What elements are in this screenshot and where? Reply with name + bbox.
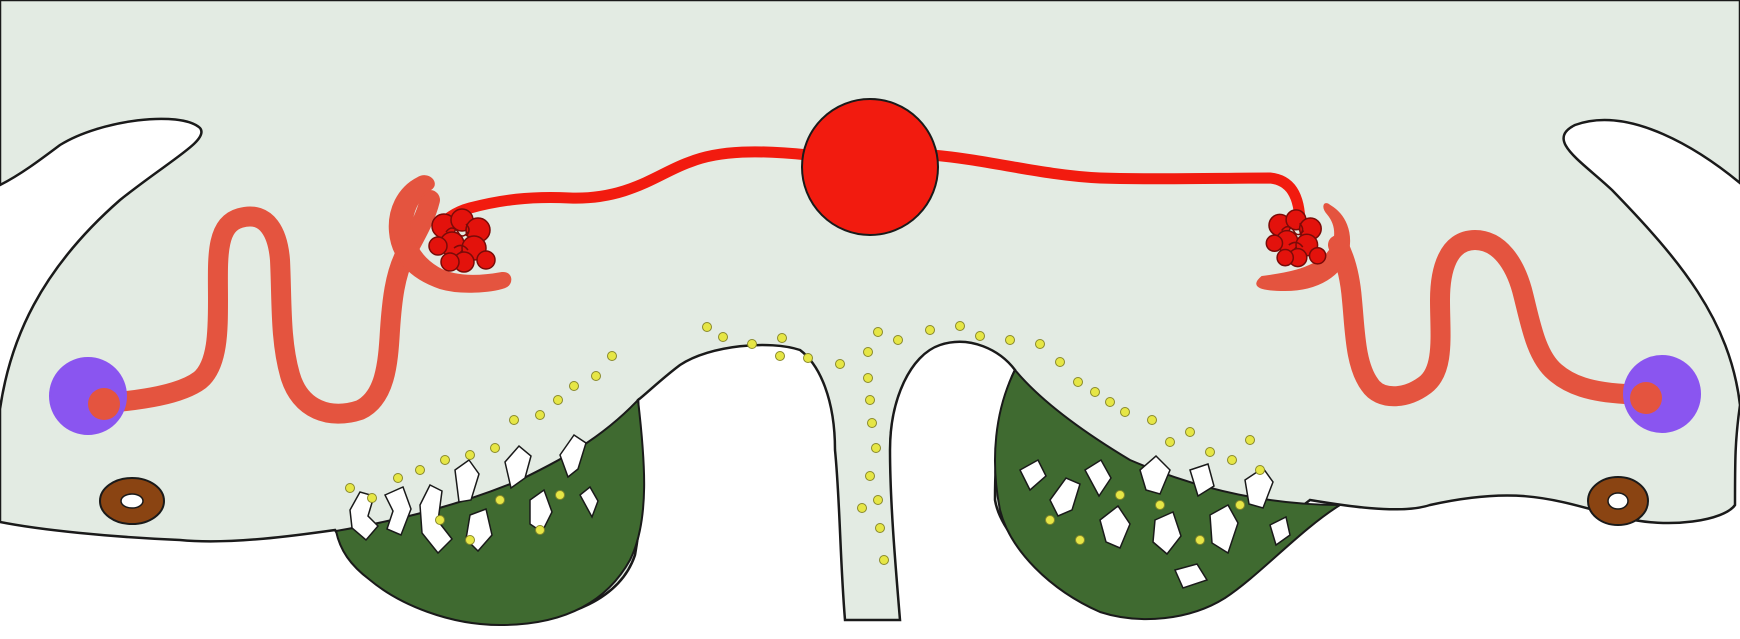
germ-cell	[536, 411, 545, 420]
germ-cell	[836, 360, 845, 369]
germ-cell	[868, 419, 877, 428]
germ-cell	[1006, 336, 1015, 345]
glomerulus-lobule	[1277, 250, 1293, 266]
germ-cell	[876, 524, 885, 533]
germ-cell	[703, 323, 712, 332]
germ-cell	[1228, 456, 1237, 465]
germ-cell	[976, 332, 985, 341]
germ-cell	[554, 396, 563, 405]
germ-cell	[1076, 536, 1085, 545]
germ-cell	[1246, 436, 1255, 445]
germ-cell	[491, 444, 500, 453]
germ-cell	[570, 382, 579, 391]
germ-cell	[778, 334, 787, 343]
germ-cell	[346, 484, 355, 493]
germ-cell	[592, 372, 601, 381]
germ-cell	[864, 348, 873, 357]
germ-cell	[1036, 340, 1045, 349]
ring-structure-right	[1588, 477, 1648, 525]
germ-cell	[466, 451, 475, 460]
germ-cell	[1056, 358, 1065, 367]
germ-cell	[1116, 491, 1125, 500]
germ-cell	[880, 556, 889, 565]
germ-cell	[864, 374, 873, 383]
germ-cell	[608, 352, 617, 361]
germ-cell	[1186, 428, 1195, 437]
germ-cell	[1148, 416, 1157, 425]
germ-cell	[866, 396, 875, 405]
germ-cell	[1121, 408, 1130, 417]
germ-cell	[1166, 438, 1175, 447]
mesonephric-duct-right	[1624, 356, 1700, 432]
germ-cell	[926, 326, 935, 335]
germ-cell	[496, 496, 505, 505]
germ-cell	[368, 494, 377, 503]
germ-cell	[748, 340, 757, 349]
glomerulus-lobule	[477, 251, 495, 269]
germ-cell	[894, 336, 903, 345]
ring-right-hole	[1608, 493, 1628, 509]
germ-cell	[874, 496, 883, 505]
germ-cell	[1206, 448, 1215, 457]
germ-cell	[776, 352, 785, 361]
germ-cell	[866, 472, 875, 481]
mesonephric-duct-left	[50, 358, 126, 434]
germ-cell	[556, 491, 565, 500]
germ-cell	[719, 333, 728, 342]
germ-cell	[858, 504, 867, 513]
germ-cell	[466, 536, 475, 545]
germ-cell	[1074, 378, 1083, 387]
germ-cell	[394, 474, 403, 483]
germ-cell	[804, 354, 813, 363]
glomerulus-lobule	[441, 253, 459, 271]
duct-core-right	[1630, 382, 1662, 414]
germ-cell	[536, 526, 545, 535]
ring-left-hole	[121, 494, 143, 508]
germ-cell	[872, 444, 881, 453]
germ-cell	[956, 322, 965, 331]
germ-cell	[1091, 388, 1100, 397]
glomerulus-lobule	[429, 237, 447, 255]
germ-cell	[1106, 398, 1115, 407]
germ-cell	[1256, 466, 1265, 475]
germ-cell	[1156, 501, 1165, 510]
ring-structure-left	[100, 478, 164, 524]
tissue-body	[0, 0, 1740, 620]
germ-cell	[1196, 536, 1205, 545]
glomerulus-lobule	[1266, 235, 1282, 251]
germ-cell	[874, 328, 883, 337]
germ-cell	[1236, 501, 1245, 510]
duct-core-left	[88, 388, 120, 420]
germ-cell	[510, 416, 519, 425]
germ-cell	[416, 466, 425, 475]
germ-cell	[441, 456, 450, 465]
glomerulus-lobule	[1310, 248, 1326, 264]
germ-cell	[1046, 516, 1055, 525]
germ-cell	[436, 516, 445, 525]
dorsal-aorta	[802, 99, 938, 235]
